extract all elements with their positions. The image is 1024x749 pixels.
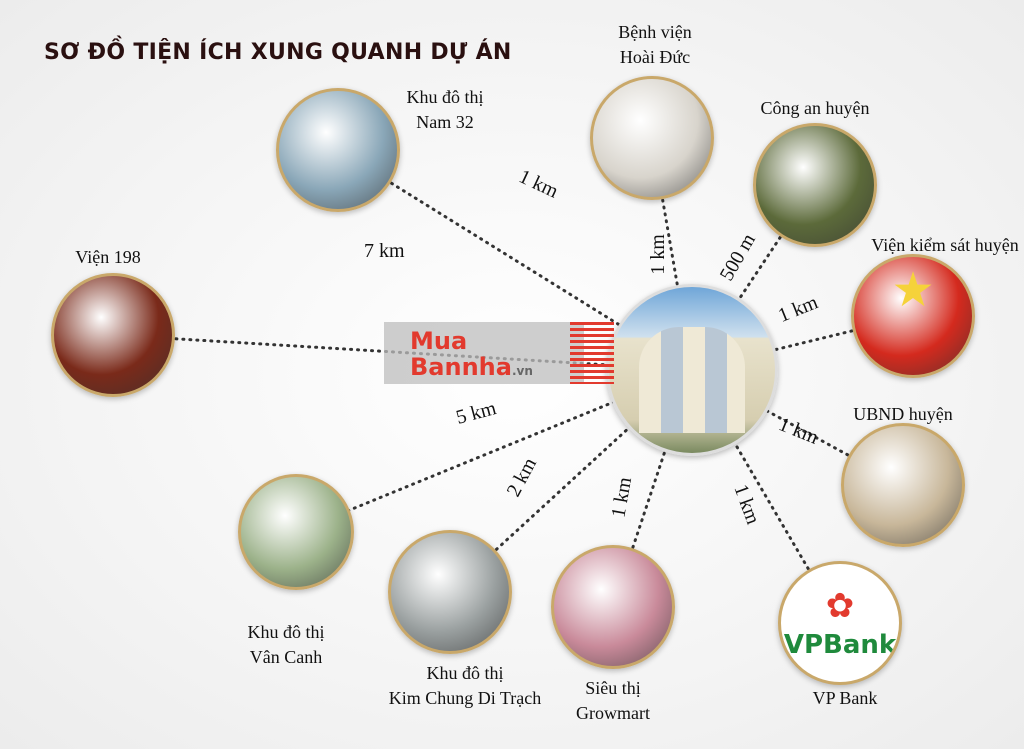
place-label: Kim Chung Di Trạch: [388, 688, 542, 708]
watermark-line1: Mua: [410, 327, 468, 355]
emblem-icon: ★: [851, 254, 975, 378]
vpbank-logo: ✿ VPBank: [778, 561, 902, 685]
place-label: Khu đô thị: [247, 622, 325, 642]
place-label: Vân Canh: [249, 647, 323, 667]
watermark-line2: Bannha: [410, 353, 512, 381]
connector-line: [336, 148, 694, 372]
gate-photo: [388, 530, 512, 654]
building-logo-icon: [570, 322, 614, 384]
place-label: UBND huyện: [853, 404, 953, 424]
place-label: Công an huyện: [760, 98, 870, 118]
place-label: Hoài Đức: [619, 47, 691, 67]
police-photo: [753, 123, 877, 247]
watermark-suffix: .vn: [511, 364, 533, 378]
vpbank-flower-icon: ✿: [825, 588, 855, 625]
watermark: Mua Bannha.vn: [384, 322, 614, 384]
page-title: SƠ ĐỒ TIỆN ÍCH XUNG QUANH DỰ ÁN: [44, 40, 512, 65]
place-label: Siêu thị: [585, 678, 641, 698]
distance-label: 1 km: [646, 234, 669, 275]
place-label: Viện kiểm sát huyện: [871, 235, 1019, 255]
vpbank-logo-text: VPBank: [783, 630, 897, 660]
place-label: Growmart: [576, 703, 650, 723]
distance-label: 7 km: [364, 240, 405, 262]
supermarket-photo: [551, 545, 675, 669]
arch-gate-icon: [639, 327, 745, 433]
villa-photo: [276, 88, 400, 212]
project-gate-photo: [606, 284, 778, 456]
government-building-photo: [841, 423, 965, 547]
place-label: VP Bank: [812, 688, 878, 708]
place-label: Khu đô thị: [426, 663, 504, 683]
place-label: Bệnh viện: [618, 22, 692, 42]
place-label: Khu đô thị: [406, 87, 484, 107]
hospital-sign-photo: [51, 273, 175, 397]
connector-line: [690, 368, 905, 487]
villa-photo: [238, 474, 354, 590]
star-icon: ★: [891, 264, 935, 318]
place-label: Nam 32: [416, 112, 474, 132]
place-label: Viện 198: [75, 247, 141, 267]
hospital-photo: [590, 76, 714, 200]
